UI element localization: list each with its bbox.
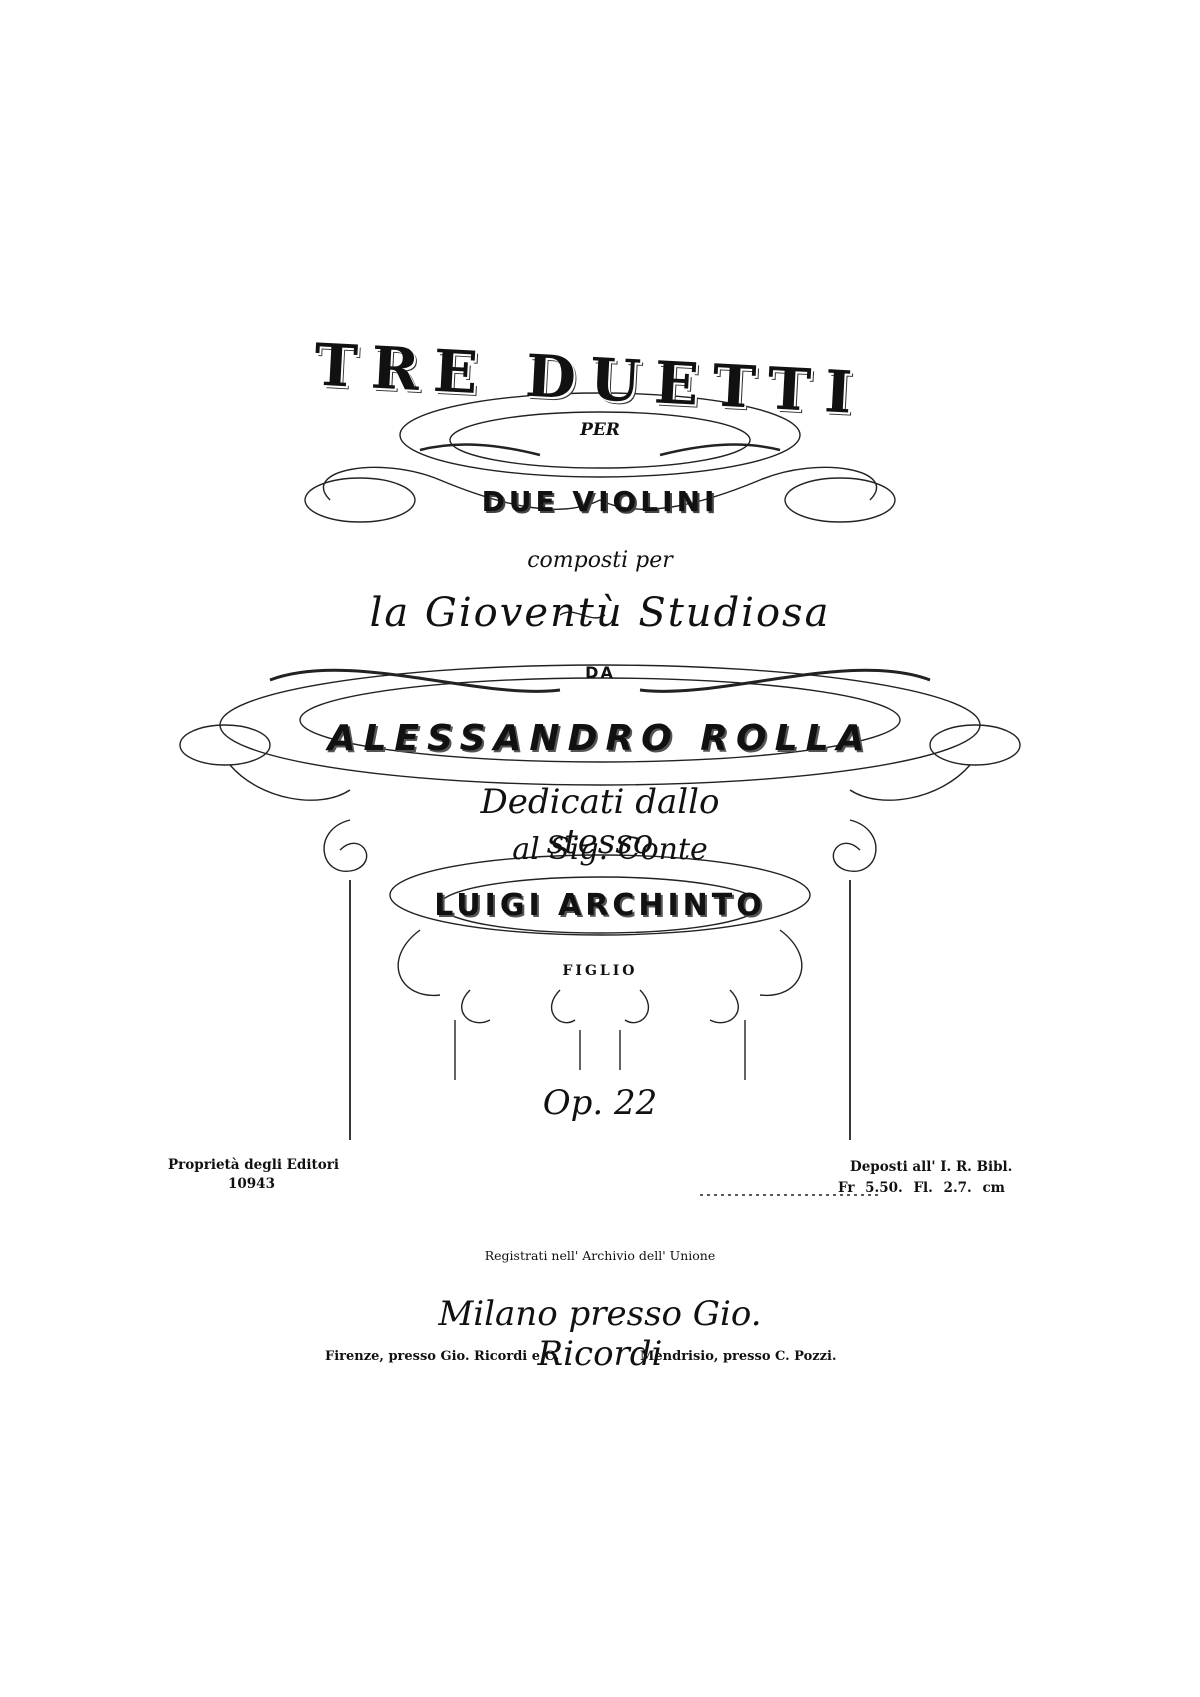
agent-firenze: Firenze, presso Gio. Ricordi e C.: [325, 1349, 560, 1364]
publisher-imprint: Milano presso Gio. Ricordi: [438, 1294, 762, 1374]
da-label: DA: [585, 663, 615, 682]
opus-number: Op. 22: [542, 1083, 658, 1123]
composer-name: ALESSANDRO ROLLA: [327, 718, 873, 759]
dedicatee-name: LUIGI ARCHINTO: [434, 888, 766, 923]
figlio-label: FIGLIO: [562, 963, 638, 979]
plate-number: 10943: [228, 1176, 275, 1192]
dedicati-text: Dedicati dallo stesso: [480, 782, 720, 862]
sig-conte-text: al Sig. Conte: [512, 832, 708, 867]
instrument-heading: DUE VIOLINI: [481, 485, 719, 518]
dedication-audience: la Gioventù Studiosa: [369, 590, 831, 636]
composti-per-text: composti per: [527, 548, 673, 573]
per-label: PER: [580, 420, 620, 440]
price: Fr 5.50. Fl. 2.7. cm: [838, 1180, 1005, 1196]
deposit-notice: Deposti all' I. R. Bibl.: [850, 1159, 1013, 1175]
property-notice: Proprietà degli Editori: [168, 1157, 339, 1173]
agent-mendrisio: Mendrisio, presso C. Pozzi.: [640, 1349, 837, 1364]
registration-notice: Registrati nell' Archivio dell' Unione: [484, 1248, 716, 1263]
